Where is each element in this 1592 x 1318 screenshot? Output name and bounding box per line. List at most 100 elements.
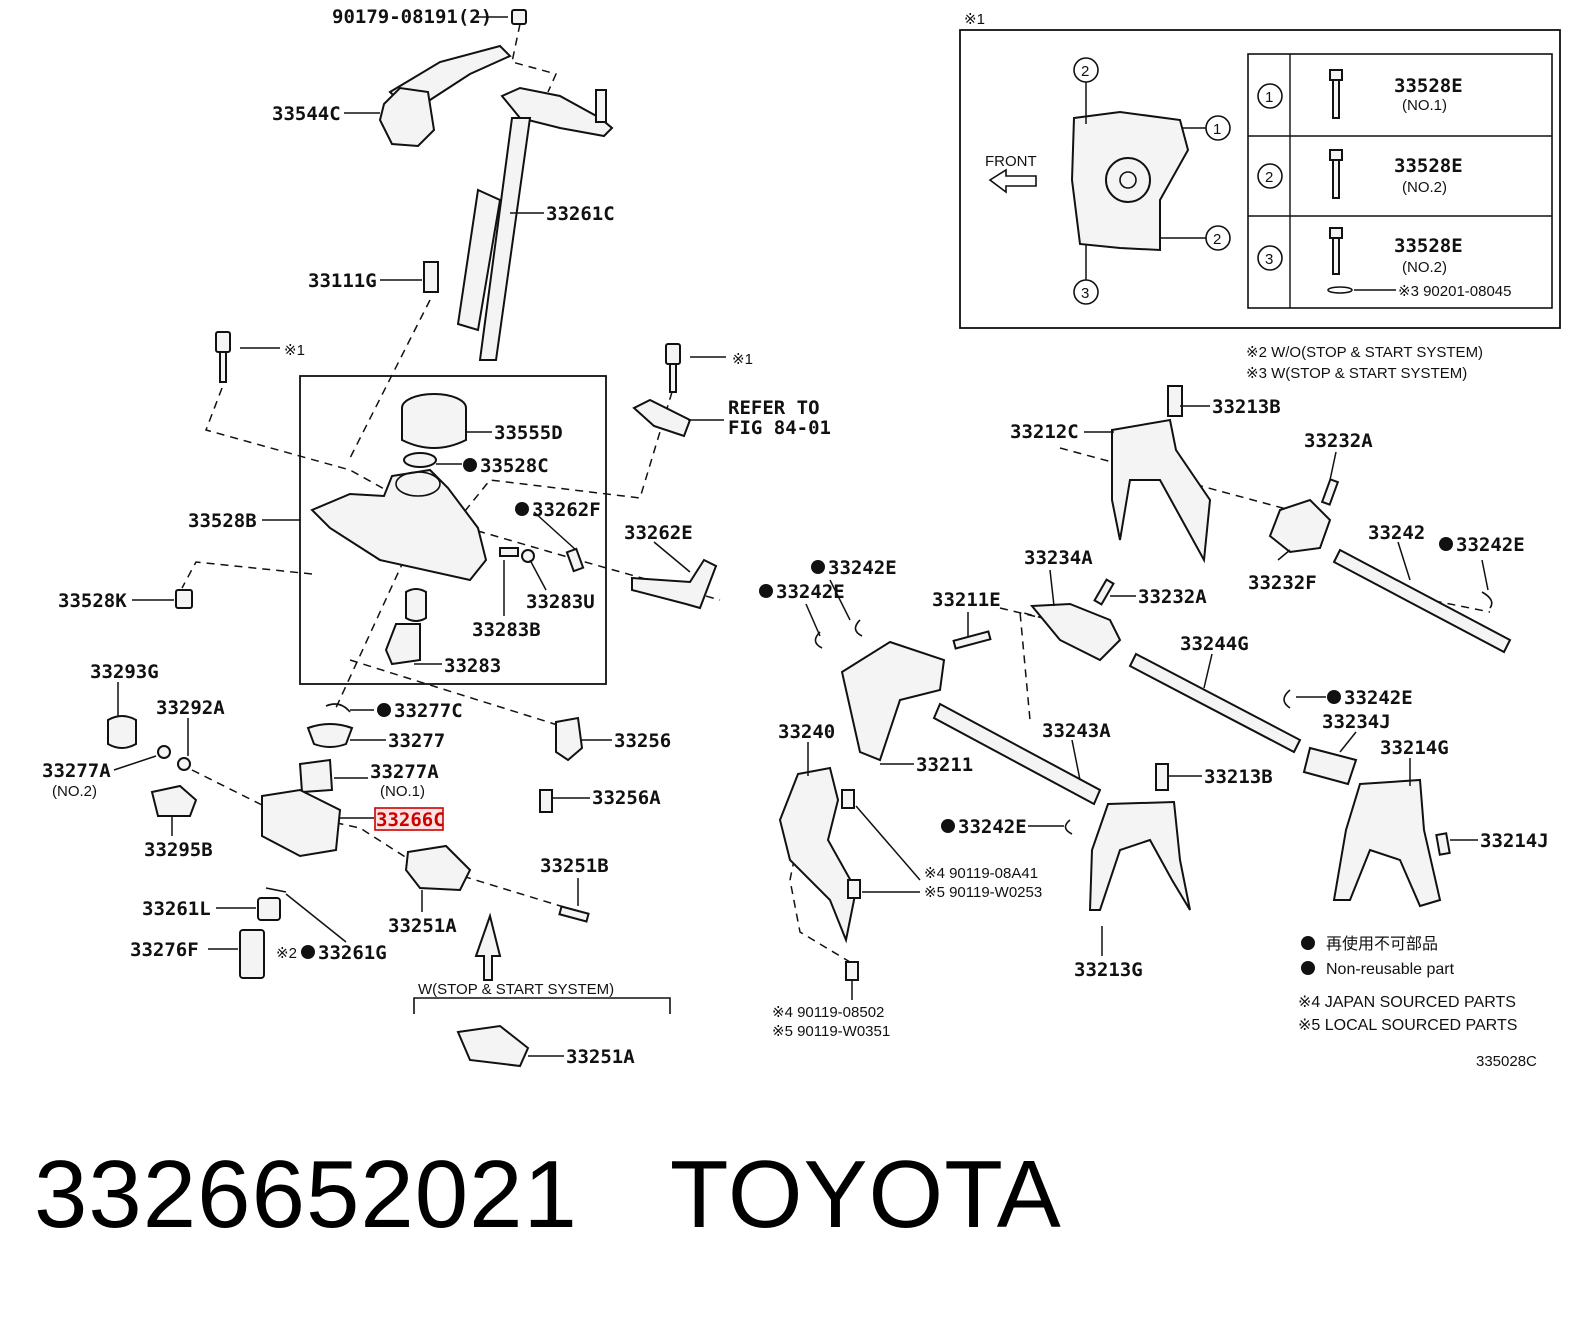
note-star2: ※2 W/O(STOP & START SYSTEM)	[1246, 344, 1483, 361]
inset-bolt-chart: ※1 FRONT 2 1 2 3 1 33528E (NO.1) 2 33	[959, 11, 1561, 329]
label-33251A-bottom: 33251A	[566, 1046, 635, 1068]
label-33213B-b: 33213B	[1204, 766, 1273, 788]
label-33295B: 33295B	[144, 839, 213, 861]
label-33544C: 33544C	[272, 103, 341, 125]
bolts-and-parts-left	[107, 331, 718, 1068]
label-33242E-e: 33242E	[958, 816, 1027, 838]
label-33261L: 33261L	[142, 898, 211, 920]
label-33211E: 33211E	[932, 589, 1001, 611]
inset-row-2: 2 33528E (NO.2)	[1257, 149, 1463, 199]
inset-callout-3-text: 3	[1081, 285, 1089, 302]
label-33111G: 33111G	[308, 270, 377, 292]
label-33262F: 33262F	[532, 499, 601, 521]
label-33242E-d: 33242E	[1344, 687, 1413, 709]
label-star2: ※2	[276, 945, 297, 962]
label-33232A-a: 33232A	[1138, 586, 1207, 608]
figure-code: 335028C	[1476, 1053, 1537, 1070]
label-33214G: 33214G	[1380, 737, 1449, 759]
label-33266C-highlighted: 33266C	[376, 809, 445, 831]
inset-row-3-part: 33528E	[1394, 235, 1463, 257]
note-star3: ※3 W(STOP & START SYSTEM)	[1246, 365, 1467, 382]
label-33242E-a: 33242E	[828, 557, 897, 579]
inset-row-3: 3 33528E (NO.2) ※3 90201-08045	[1257, 227, 1512, 300]
label-fig-84-01: FIG 84-01	[728, 417, 831, 439]
note-local-sourced: ※5 LOCAL SOURCED PARTS	[1298, 1017, 1517, 1034]
label-33214J: 33214J	[1480, 830, 1549, 852]
inset-row-3-num: 3	[1265, 251, 1273, 268]
notes: ※2 W/O(STOP & START SYSTEM) ※3 W(STOP & …	[1246, 344, 1537, 1070]
inset-row-2-sub: (NO.2)	[1402, 179, 1447, 196]
brand-name: TOYOTA	[669, 1141, 1062, 1248]
note-japan-sourced: ※4 JAPAN SOURCED PARTS	[1298, 994, 1516, 1011]
label-33251A-top: 33251A	[388, 915, 457, 937]
inset-mark: ※1	[964, 11, 985, 28]
parts-diagram: ※1 FRONT 2 1 2 3 1 33528E (NO.1) 2 33	[42, 6, 1561, 1070]
label-33251B: 33251B	[540, 855, 609, 877]
inset-row-1-sub: (NO.1)	[1402, 97, 1447, 114]
label-33242E-b: 33242E	[776, 581, 845, 603]
label-33242: 33242	[1368, 522, 1425, 544]
leader-lines	[113, 16, 1489, 1057]
label-star1-right: ※1	[732, 351, 753, 368]
label-33262E: 33262E	[624, 522, 693, 544]
inset-callout-2-bottom-text: 2	[1213, 231, 1221, 248]
shift-lever-assembly	[378, 9, 614, 361]
label-33277A-no1: 33277A	[370, 761, 439, 783]
label-33261C: 33261C	[546, 203, 615, 225]
inset-row-3-extra: ※3 90201-08045	[1398, 283, 1512, 300]
label-33277: 33277	[388, 730, 445, 752]
inset-callout-2-top-text: 2	[1081, 63, 1089, 80]
label-33213G: 33213G	[1074, 959, 1143, 981]
label-33528K: 33528K	[58, 590, 127, 612]
label-33242E-c: 33242E	[1456, 534, 1525, 556]
label-33243A: 33243A	[1042, 720, 1111, 742]
label-33292A: 33292A	[156, 697, 225, 719]
label-33261G: 33261G	[318, 942, 387, 964]
label-star1-left: ※1	[284, 342, 305, 359]
label-90119-W0351: ※5 90119-W0351	[772, 1023, 890, 1040]
label-33234A: 33234A	[1024, 547, 1093, 569]
part-labels: 90179-08191(2) 33544C 33261C 33111G ※1 ※…	[42, 6, 1549, 1068]
inset-row-3-sub: (NO.2)	[1402, 259, 1447, 276]
label-33277A-no2: 33277A	[42, 760, 111, 782]
label-33276F: 33276F	[130, 939, 199, 961]
label-33212C: 33212C	[1010, 421, 1079, 443]
label-33293G: 33293G	[90, 661, 159, 683]
label-33555D: 33555D	[494, 422, 563, 444]
inset-callout-1-text: 1	[1213, 121, 1221, 138]
inset-row-1-num: 1	[1265, 89, 1273, 106]
label-33283B: 33283B	[472, 619, 541, 641]
label-33283: 33283	[444, 655, 501, 677]
label-33213B-a: 33213B	[1212, 396, 1281, 418]
label-33232A-b: 33232A	[1304, 430, 1373, 452]
inset-row-1-part: 33528E	[1394, 75, 1463, 97]
label-90119-08502: ※4 90119-08502	[772, 1004, 884, 1021]
label-33528C: 33528C	[480, 455, 549, 477]
front-label: FRONT	[985, 153, 1037, 170]
shift-forks-right	[778, 385, 1512, 981]
inset-row-2-part: 33528E	[1394, 155, 1463, 177]
label-no1: (NO.1)	[380, 783, 425, 800]
highlight-box	[374, 807, 444, 831]
label-33528B: 33528B	[188, 510, 257, 532]
label-90179-08191: 90179-08191(2)	[332, 6, 492, 28]
label-33256: 33256	[614, 730, 671, 752]
label-33232F: 33232F	[1248, 572, 1317, 594]
label-w-stop-start: W(STOP & START SYSTEM)	[418, 981, 614, 998]
label-33256A: 33256A	[592, 787, 661, 809]
label-no2: (NO.2)	[52, 783, 97, 800]
label-33211: 33211	[916, 754, 973, 776]
housing-box	[299, 375, 607, 685]
label-33244G: 33244G	[1180, 633, 1249, 655]
label-33234J: 33234J	[1322, 711, 1391, 733]
inset-row-1: 1 33528E (NO.1)	[1257, 69, 1463, 119]
label-33277C: 33277C	[394, 700, 463, 722]
label-33240: 33240	[778, 721, 835, 743]
inset-row-2-num: 2	[1265, 169, 1273, 186]
note-nonreusable-en: Non-reusable part	[1326, 961, 1455, 978]
label-refer-to: REFER TO	[728, 397, 820, 419]
label-90119-W0253: ※5 90119-W0253	[924, 884, 1042, 901]
note-nonreusable-jp: 再使用不可部品	[1326, 935, 1438, 953]
label-90119-08A41: ※4 90119-08A41	[924, 865, 1038, 882]
